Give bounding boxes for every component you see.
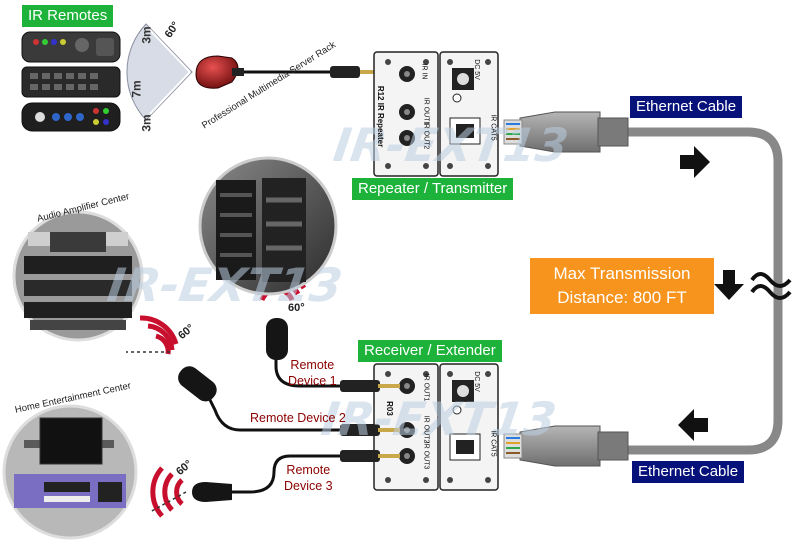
reception-fan [126,23,193,121]
ir-arcs-audio [139,315,179,355]
max-transmission-line2: Distance: 800 FT [557,288,687,307]
distance-lower-label: 3m [139,114,154,132]
approx-squiggle-icon [750,272,792,300]
audio-amplifier-photo [12,210,144,342]
receiver-unit [373,363,499,491]
ir-cat5-bottom-label: IR CAT5 [489,430,497,457]
remote-device-1-label: Remote Device 1 [288,357,337,389]
arrow-right-icon [680,146,710,178]
ir-arcs-home [150,466,184,518]
ir-out1-bottom-label: IR OUT1 [422,373,430,402]
max-transmission-label: Max Transmission Distance: 800 FT [530,258,714,314]
r03-label: R03 [384,401,394,416]
unit-model-label: R12 IR Repeater [376,85,386,148]
remote-control-3 [21,102,121,132]
ir-cat5-top-label: IR CAT5 [489,114,497,141]
arrow-left-icon [678,409,708,441]
emitter-device-1 [266,318,288,360]
rj45-bottom-connector [503,425,629,467]
emitter-device-3 [192,482,232,502]
rj45-top-connector [503,111,629,153]
ethernet-cable-top-label: Ethernet Cable [630,96,743,118]
dc5v-bottom-label: DC 5V [472,371,480,392]
transmitter-unit [373,51,499,177]
watermark-middle: IR-EXT13 [104,258,346,312]
home-entertainment-photo [2,404,138,540]
remote-control-1 [21,31,121,63]
rack-angle-label: 60° [288,302,305,314]
cable-device-1 [274,350,340,388]
ethernet-cable-bottom-label: Ethernet Cable [632,461,745,483]
ir-remotes-label: IR Remotes [22,5,114,27]
emitter-device-2 [178,366,217,402]
server-rack-photo [198,156,338,296]
remote-device-1-line1: Remote [290,358,335,372]
arrow-down-icon [714,270,744,300]
ir-out2-bottom-label: IR OUT2 [422,415,430,444]
watermark-bottom: IR-EXT13 [318,392,560,446]
remote-device-2-label: Remote Device 2 [250,411,346,425]
cable-device-2 [208,399,340,432]
ir-sensor-top [195,55,382,89]
remote-device-3-line2: Device 3 [284,479,333,493]
output-plugs [340,380,400,462]
max-transmission-line1: Max Transmission [553,264,691,283]
ir-out3-bottom-label: IR OUT3 [422,441,430,470]
distance-upper-label: 3m [139,26,154,44]
ir-in-label: IR IN [420,63,428,80]
dc5v-top-label: DC 5V [472,59,480,80]
cable-device-3 [232,454,340,494]
receiver-extender-label: Receiver / Extender [358,340,502,362]
watermark-top: IR-EXT13 [330,118,572,172]
remote-control-2 [21,66,121,98]
remote-device-3-label: Remote Device 3 [284,462,333,494]
distance-middle-label: 7m [129,80,144,98]
ir-out2-top-label: IR OUT2 [422,121,430,150]
ethernet-cable-loop [623,127,783,455]
remote-device-3-line1: Remote [286,463,331,477]
remote-device-1-line2: Device 1 [288,374,337,388]
repeater-transmitter-label: Repeater / Transmitter [352,178,514,200]
